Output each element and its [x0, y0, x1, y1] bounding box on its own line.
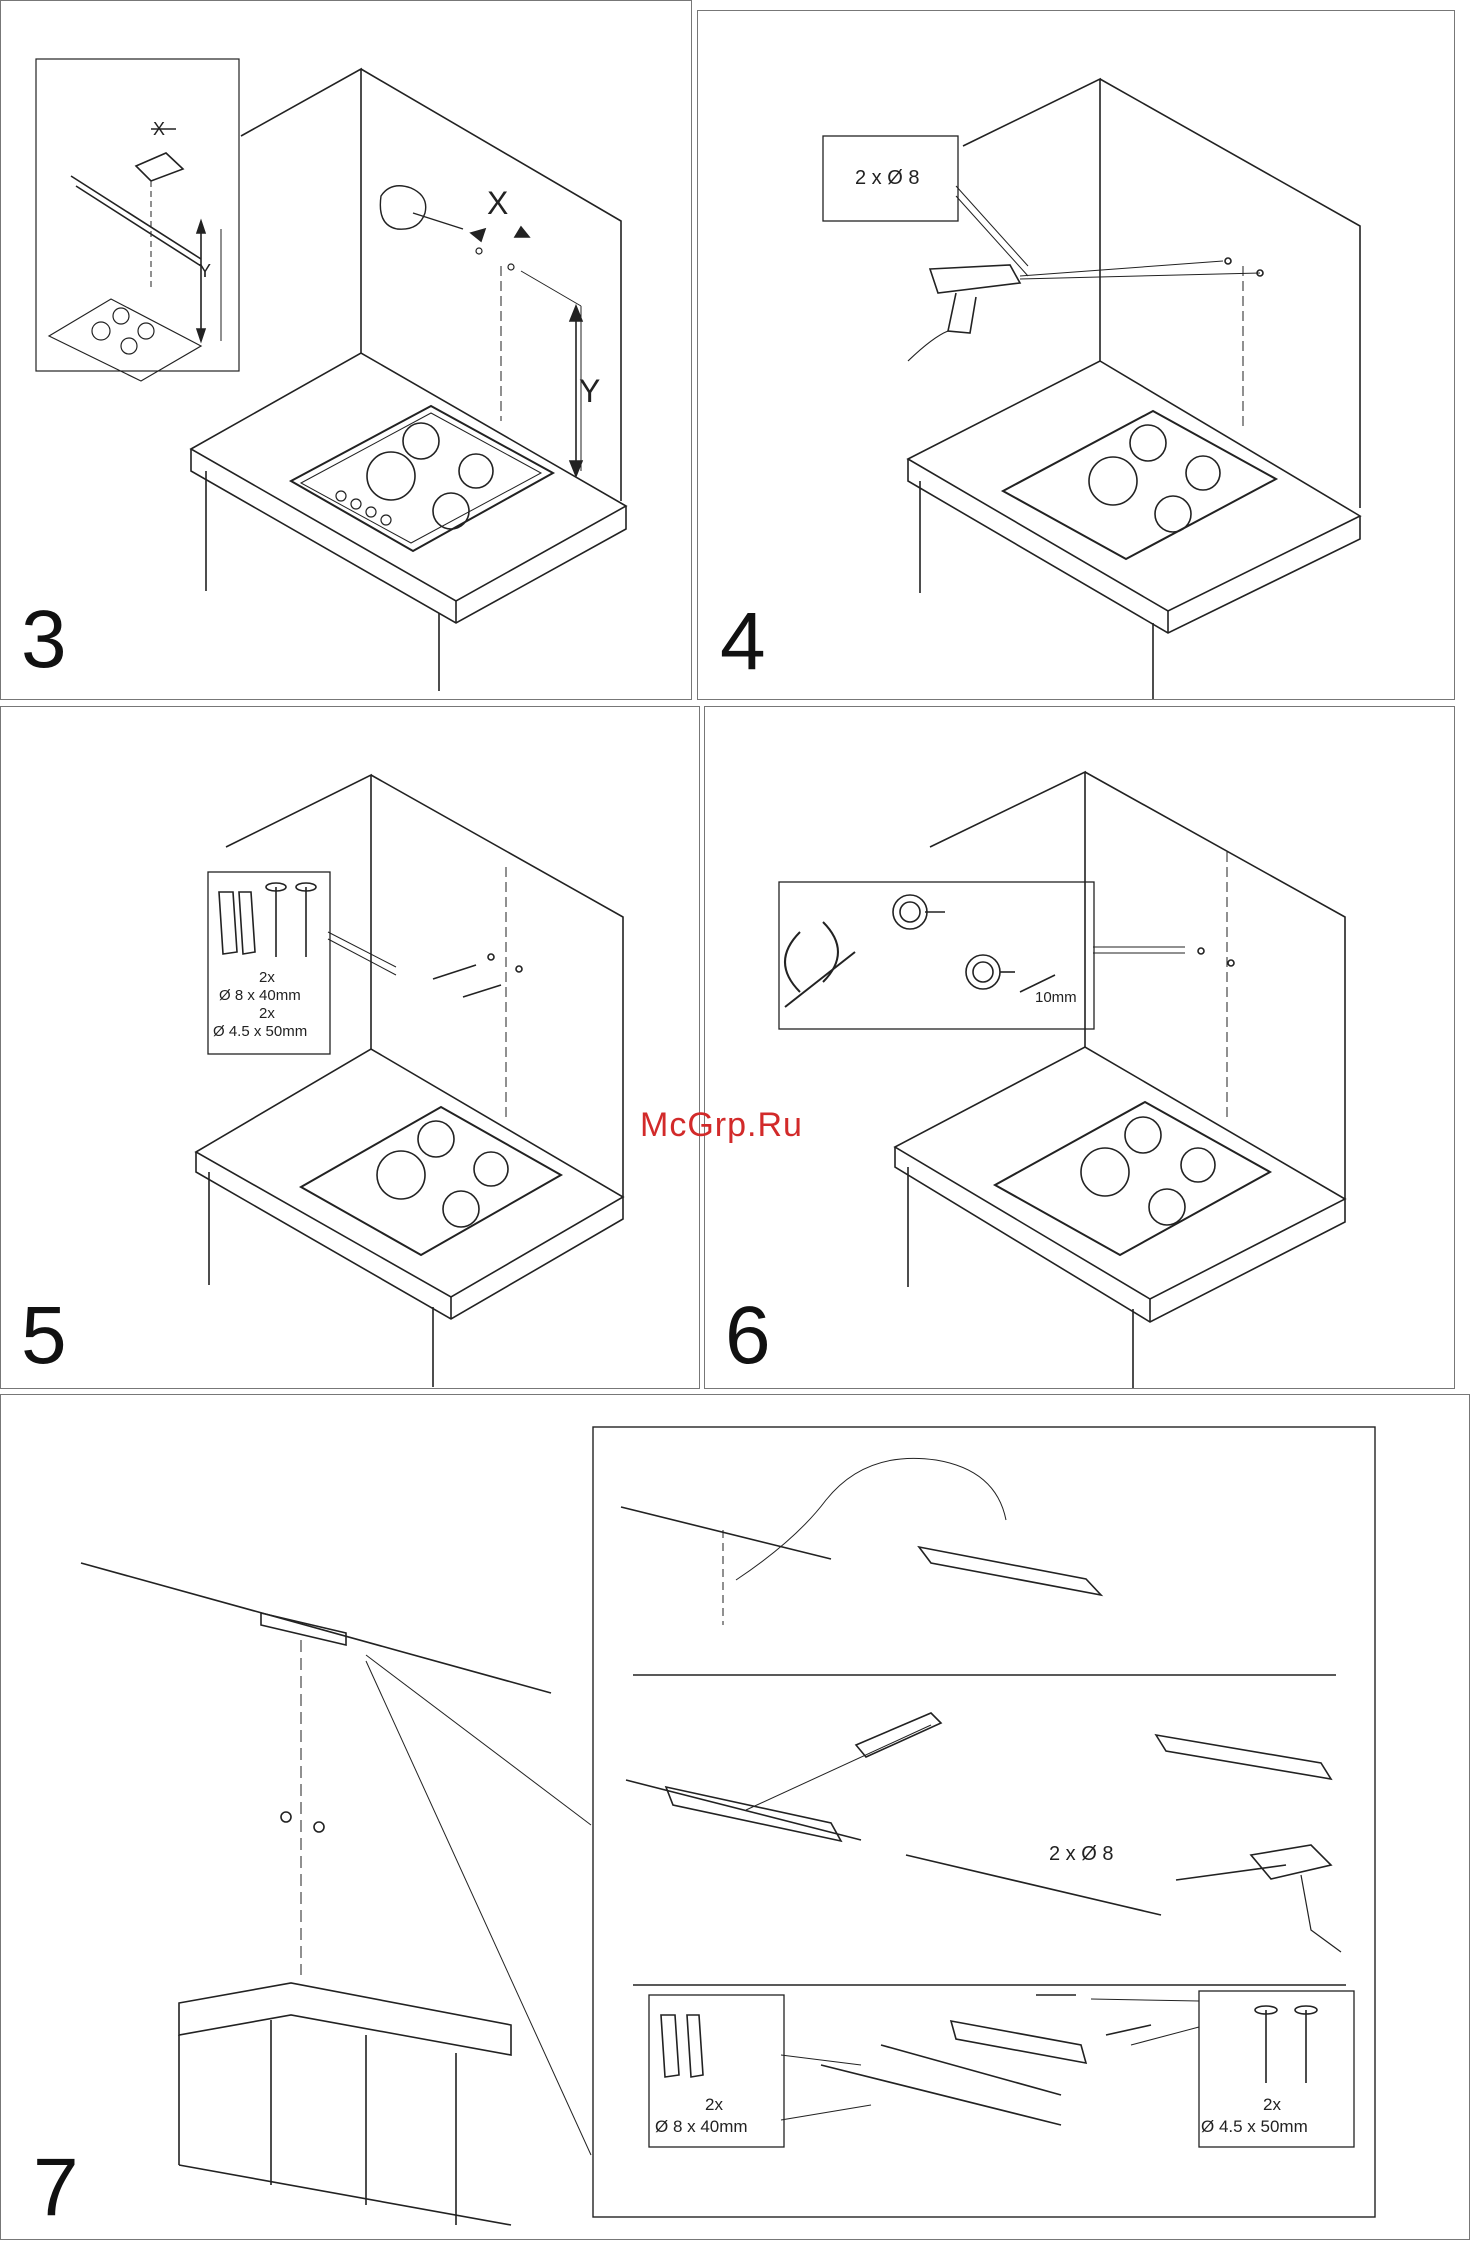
step-3-inset-y-label: Y — [199, 261, 211, 282]
step-4-drill-label: 2 x Ø 8 — [855, 167, 919, 190]
step-5-panel: 2x Ø 8 x 40mm 2x Ø 4.5 x 50mm 5 — [0, 706, 700, 1389]
step-3-illustration — [1, 1, 692, 700]
step-4-number: 4 — [720, 601, 766, 683]
step-7-screw-size: Ø 4.5 x 50mm — [1201, 2117, 1308, 2137]
step-5-screw-qty: 2x — [259, 1005, 275, 1022]
step-3-number: 3 — [21, 599, 67, 681]
step-5-illustration — [1, 707, 700, 1389]
step-7-illustration — [1, 1395, 1470, 2240]
step-4-illustration — [698, 11, 1455, 700]
step-7-plug-size: Ø 8 x 40mm — [655, 2117, 748, 2137]
step-3-inset-x-label: X — [153, 119, 165, 140]
step-7-panel: 2 x Ø 8 2x Ø 8 x 40mm 2x Ø 4.5 x 50mm 7 — [0, 1394, 1470, 2240]
step-3-panel: X Y X Y 3 — [0, 0, 692, 700]
watermark: McGrp.Ru — [640, 1106, 803, 1145]
step-7-plug-qty: 2x — [705, 2095, 723, 2115]
step-3-x-label: X — [487, 185, 508, 222]
step-5-screw-size: Ø 4.5 x 50mm — [213, 1023, 307, 1040]
step-6-gap-label: 10mm — [1035, 989, 1077, 1006]
step-7-number: 7 — [33, 2147, 79, 2229]
step-6-panel: 10mm 6 — [704, 706, 1455, 1389]
step-5-number: 5 — [21, 1295, 67, 1377]
step-6-number: 6 — [725, 1295, 771, 1377]
step-5-plug-qty: 2x — [259, 969, 275, 986]
step-5-plug-size: Ø 8 x 40mm — [219, 987, 301, 1004]
step-7-screw-qty: 2x — [1263, 2095, 1281, 2115]
step-4-panel: 2 x Ø 8 4 — [697, 10, 1455, 700]
step-3-y-label: Y — [579, 373, 600, 410]
step-7-drill-label: 2 x Ø 8 — [1049, 1843, 1113, 1866]
step-6-illustration — [705, 707, 1455, 1389]
